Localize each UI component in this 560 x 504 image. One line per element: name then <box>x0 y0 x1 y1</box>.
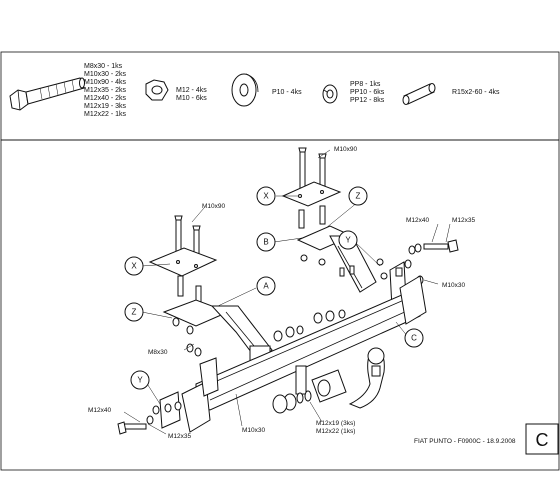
bolt-spec: M12x40 - 2ks <box>84 95 127 102</box>
callout-letter: Z <box>132 308 137 317</box>
main-frame <box>0 139 560 471</box>
bolt-spec: M12x19 - 3ks <box>84 103 127 110</box>
hardware-chain <box>172 309 346 357</box>
washer-icon <box>231 73 259 107</box>
spring-washer-spec: PP12 - 8ks <box>350 97 385 104</box>
callout-letter: B <box>263 238 268 247</box>
part-label: M12x19 (3ks) <box>316 420 355 427</box>
callout-letter: Y <box>137 376 143 385</box>
part-label: M10x30 <box>242 427 266 434</box>
drawing-caption: FIAT PUNTO - F0900C - 18.9.2008 <box>414 438 516 445</box>
tow-ball <box>272 347 385 414</box>
bolt-list: M8x30 - 1ks M10x30 - 2ks M10x90 - 4ks M1… <box>84 63 127 118</box>
nut-spec: M12 - 4ks <box>176 87 207 94</box>
callout-x-top: X <box>256 186 276 206</box>
part-label: M10x90 <box>202 203 226 210</box>
bolt-spec: M8x30 - 1ks <box>84 63 123 70</box>
part-label: M12x40 <box>88 407 112 414</box>
callout-letter: Z <box>356 192 361 201</box>
callout-a: A <box>256 276 276 296</box>
callout-z-top: Z <box>348 186 368 206</box>
callout-b: B <box>256 232 276 252</box>
callout-c: C <box>404 328 424 348</box>
callout-y-left: Y <box>130 370 150 390</box>
spring-washer-spec: PP10 - 6ks <box>350 89 385 96</box>
leader-lines <box>123 149 451 435</box>
spring-washer-spec: PP8 - 1ks <box>350 81 381 88</box>
callout-letter: A <box>263 282 269 291</box>
bolt-spec: M12x22 - 1ks <box>84 111 127 118</box>
nut-icon <box>145 79 169 101</box>
bolt-spec: M10x90 - 4ks <box>84 79 127 86</box>
nut-spec: M10 - 6ks <box>176 95 207 102</box>
callout-y-top: Y <box>338 230 358 250</box>
callout-x-left: X <box>124 256 144 276</box>
part-label: M10x30 <box>442 282 466 289</box>
part-label: M12x35 <box>452 217 476 224</box>
upper-left-bracket <box>148 215 273 369</box>
part-label: M10x90 <box>334 146 358 153</box>
left-lower-bracket <box>117 391 182 435</box>
bolt-spec: M10x30 - 2ks <box>84 71 127 78</box>
part-label: M12x40 <box>406 217 430 224</box>
part-label: M12x35 <box>168 433 192 440</box>
callout-letter: X <box>131 262 137 271</box>
bolt-spec: M12x35 - 2ks <box>84 87 127 94</box>
spring-washer-icon <box>322 84 338 104</box>
sleeve-spec: R15x2-60 - 4ks <box>452 89 500 96</box>
part-label: M12x22 (1ks) <box>316 428 355 435</box>
callout-z-left: Z <box>124 302 144 322</box>
sheet-letter: C <box>536 430 549 450</box>
sleeve-icon <box>402 83 436 105</box>
sheet-letter-box: C <box>525 423 559 455</box>
callout-letter: Y <box>345 236 351 245</box>
tow-crossbar <box>181 275 427 433</box>
washer-spec: P10 - 4ks <box>272 89 302 96</box>
upper-right-bracket <box>281 147 377 293</box>
part-label: M8x30 <box>148 349 168 356</box>
callout-letter: X <box>263 192 269 201</box>
bolt-icon <box>9 77 85 111</box>
callout-letter: C <box>411 334 417 343</box>
